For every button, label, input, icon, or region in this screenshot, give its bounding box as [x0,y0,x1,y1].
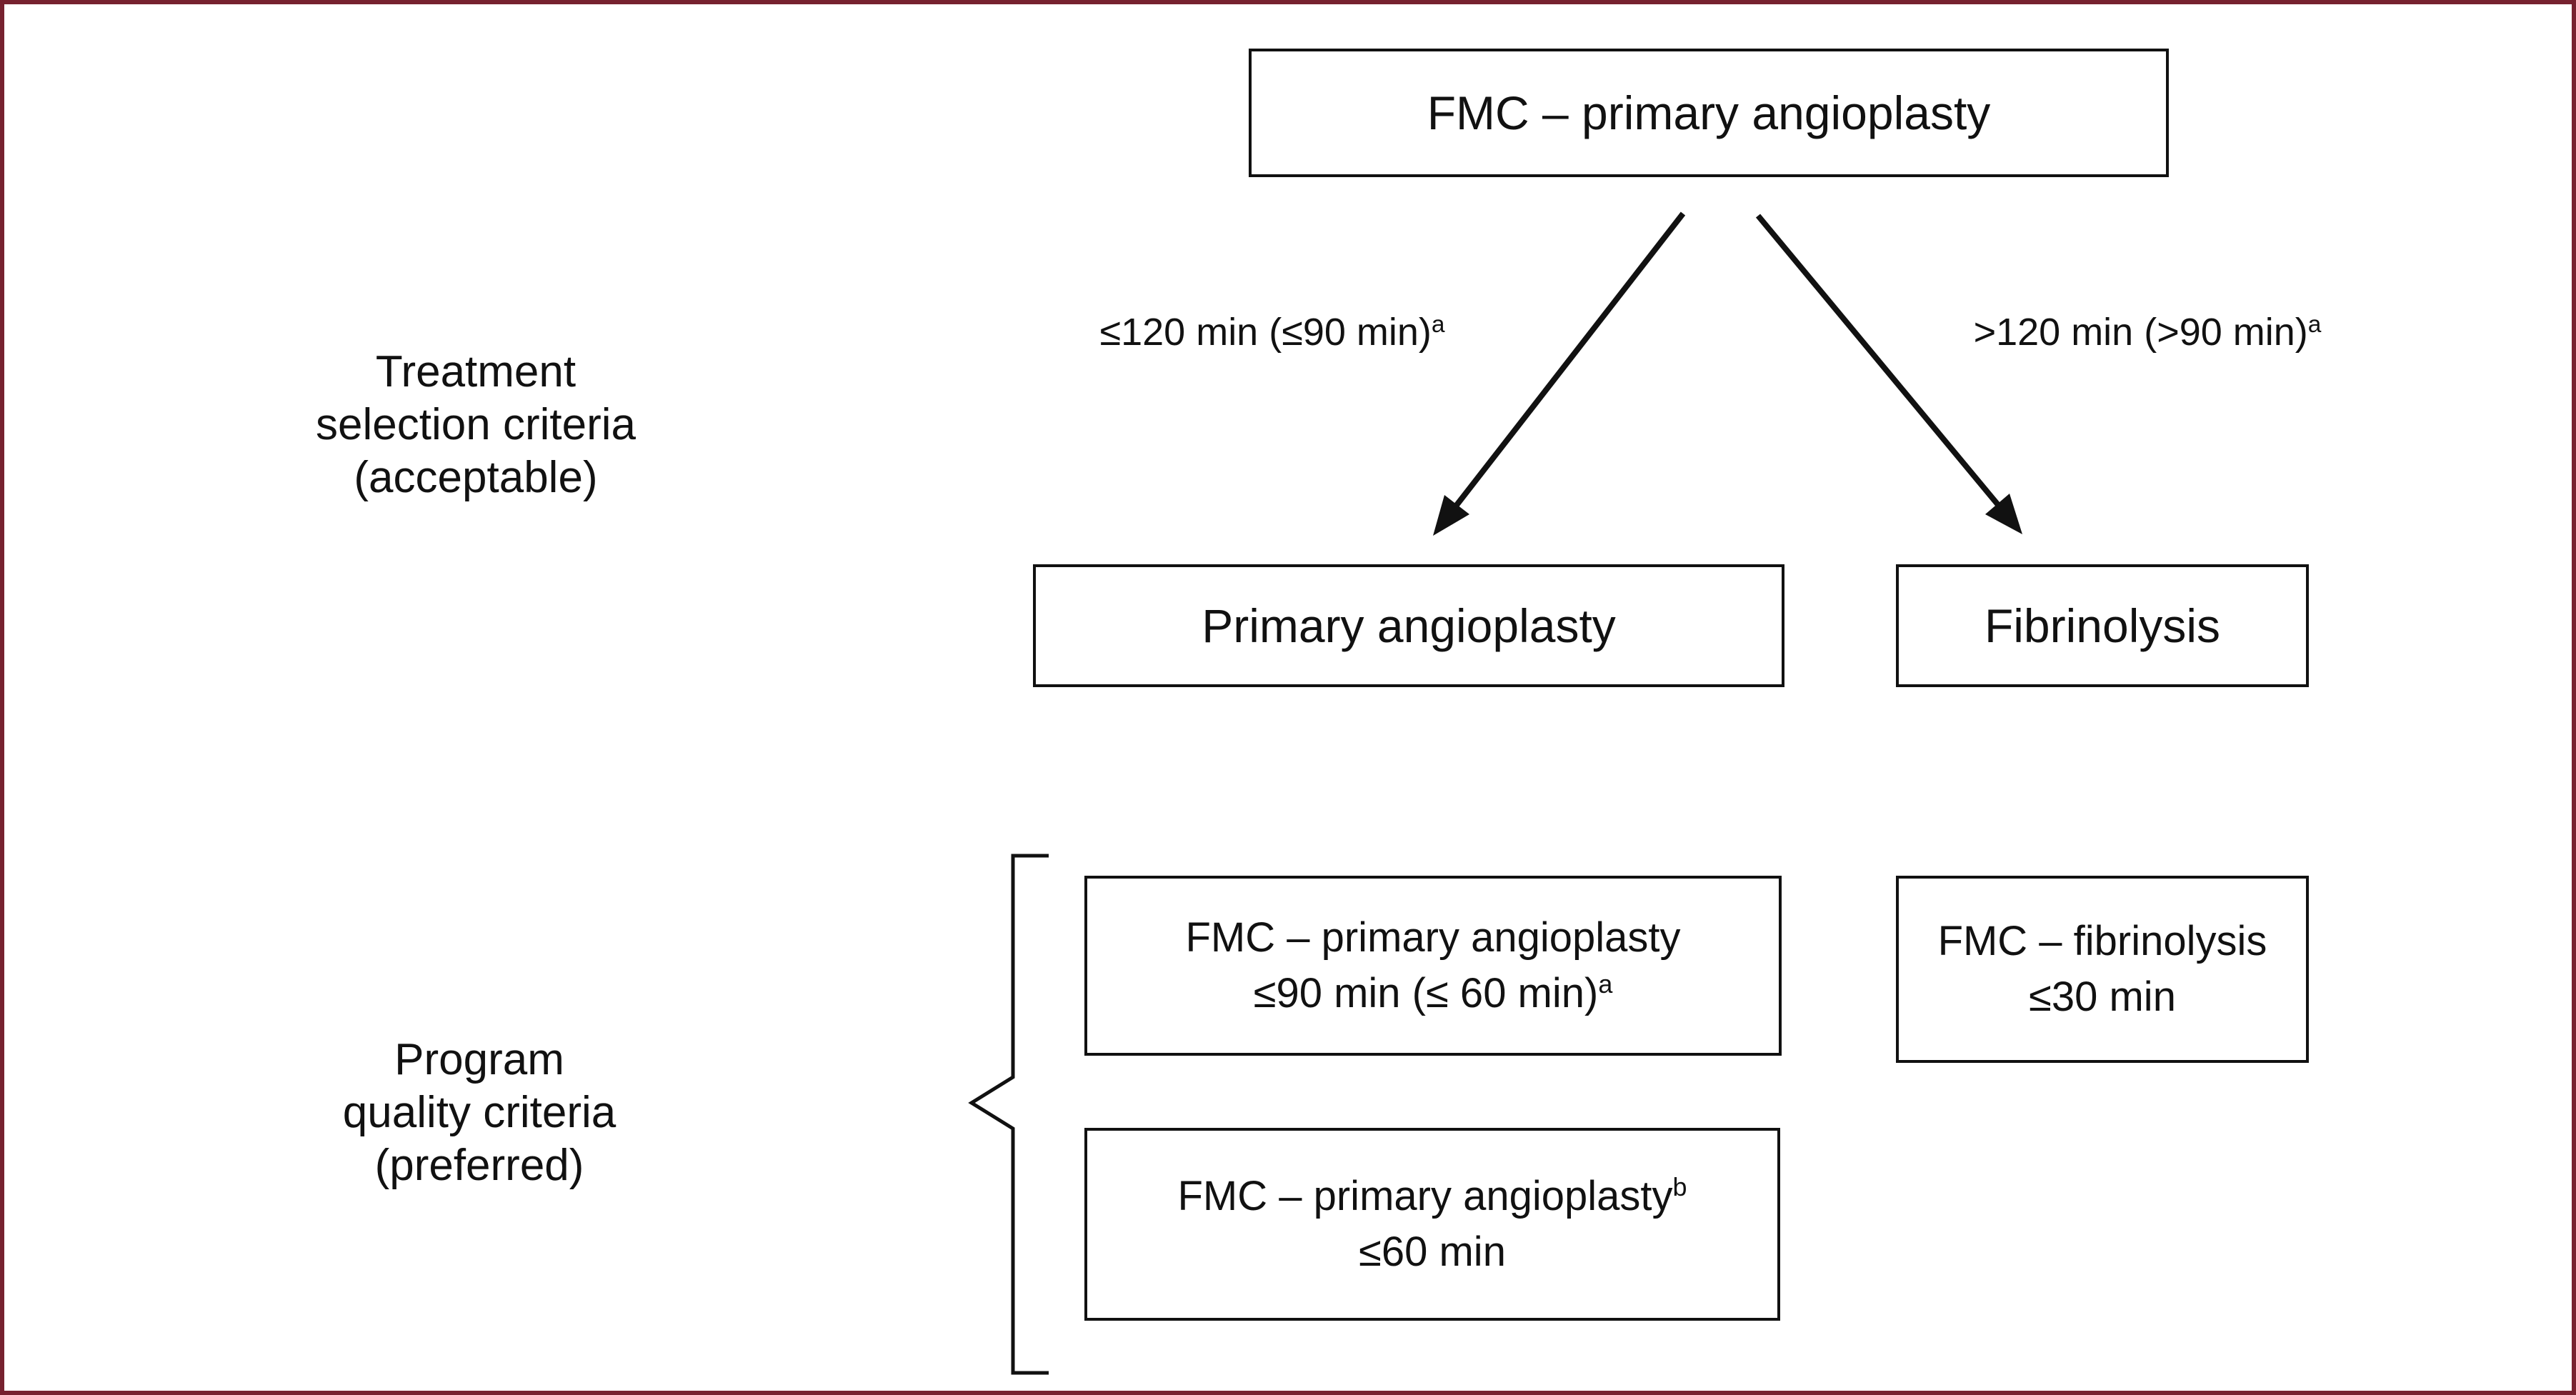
fmc-primary-angioplasty-90min-box: FMC – primary angioplasty ≤90 min (≤ 60 … [1084,876,1782,1056]
program-quality-criteria-label: Program quality criteria (preferred) [194,1034,765,1192]
footnote-a-marker: a [1598,969,1613,999]
box-line: ≤30 min [2029,974,2176,1020]
footnote-a-marker: a [2307,311,2322,338]
fibrinolysis-box: Fibrinolysis [1896,564,2309,687]
box-line: FMC – primary angioplastyb [1177,1172,1687,1219]
program-criteria-brace [968,854,1049,1375]
label-line: Program [394,1035,564,1084]
left-branch-time-label: ≤120 min (≤90 min)a [1099,311,1445,354]
fibrinolysis-label: Fibrinolysis [1984,599,2221,652]
right-arrow [1755,214,2022,534]
box-line: FMC – primary angioplasty [1185,914,1681,961]
box-line: ≤90 min (≤ 60 min)a [1253,969,1613,1016]
label-line: quality criteria [342,1088,616,1137]
primary-angioplasty-label: Primary angioplasty [1202,599,1616,652]
box-line: ≤60 min [1359,1229,1506,1275]
label-line: (preferred) [374,1141,584,1190]
label-line: (acceptable) [354,453,598,502]
right-branch-time-label: >120 min (>90 min)a [1973,311,2322,354]
footnote-b-marker: b [1672,1172,1687,1202]
label-line: Treatment [375,347,576,396]
root-box-label: FMC – primary angioplasty [1427,86,1991,139]
box-line: FMC – fibrinolysis [1937,918,2267,964]
fmc-primary-angioplasty-root-box: FMC – primary angioplasty [1249,49,2169,177]
footnote-a-marker: a [1431,311,1445,338]
label-line: selection criteria [316,400,636,449]
treatment-selection-criteria-label: Treatment selection criteria (acceptable… [190,346,762,504]
fmc-primary-angioplasty-60min-box: FMC – primary angioplastyb ≤60 min [1084,1128,1780,1321]
left-arrow [1433,211,1686,536]
primary-angioplasty-box: Primary angioplasty [1033,564,1784,687]
fmc-fibrinolysis-30min-box: FMC – fibrinolysis ≤30 min [1896,876,2309,1063]
